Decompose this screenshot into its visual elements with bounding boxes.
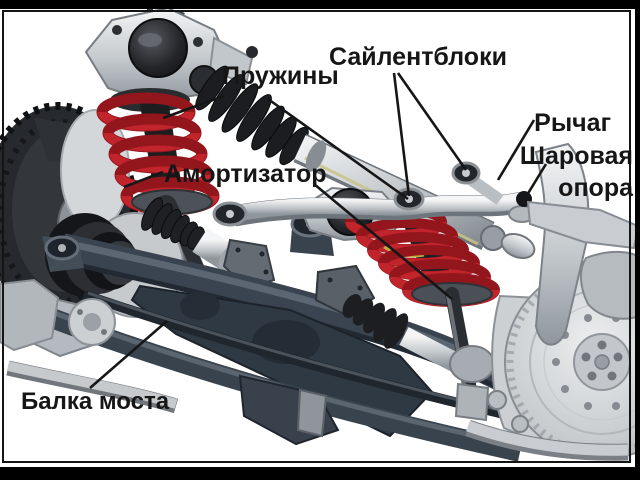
- top-black-bar: [0, 0, 640, 9]
- label-axle-beam: Балка моста: [21, 388, 170, 415]
- leader-line-axle-beam: [89, 320, 168, 389]
- leader-line-shock-absorber: [123, 170, 164, 189]
- leader-line-ball-joint: [522, 163, 548, 201]
- leader-line-silent-blocks: [396, 72, 468, 171]
- right-black-bar: [635, 0, 640, 480]
- steering-rack-illustration: [189, 65, 536, 260]
- label-ball-joint: Шаровая опора: [519, 142, 633, 202]
- leader-line-shock-absorber: [313, 183, 453, 300]
- bottom-right-arm-illustration: [465, 419, 629, 461]
- leader-line-springs: [162, 94, 225, 120]
- left-spring-illustration: [96, 88, 220, 216]
- bottom-black-bar: [0, 467, 640, 480]
- leader-line-control-arm: [496, 119, 536, 181]
- steering-knuckle-illustration: [487, 142, 640, 433]
- brake-caliper-illustration: [580, 251, 640, 320]
- left-bracket-illustration: [0, 278, 179, 414]
- leader-line-springs: [267, 97, 409, 201]
- right-cv-joint-illustration: [314, 264, 495, 383]
- lower-arm-illustration: [238, 374, 340, 446]
- leader-line-silent-blocks: [392, 72, 411, 197]
- label-control-arm: Рычаг: [534, 109, 611, 137]
- label-springs: Пружины: [222, 62, 339, 90]
- label-silent-blocks: Сайлентблоки: [329, 43, 507, 71]
- label-shock-absorber: Амортизатор: [164, 160, 327, 188]
